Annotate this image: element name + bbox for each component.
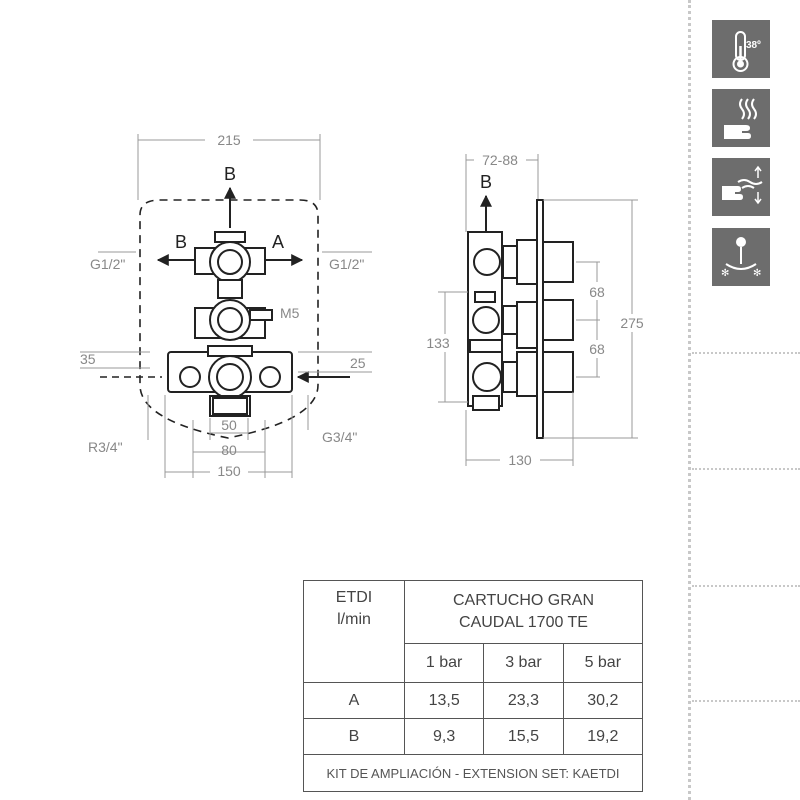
thermo-label: 38º bbox=[746, 40, 761, 51]
dim-133: 133 bbox=[426, 335, 450, 351]
side-label-b: B bbox=[480, 172, 492, 192]
table-cell: 15,5 bbox=[483, 718, 564, 755]
table-cell: 19,2 bbox=[562, 718, 644, 755]
table-cell: 30,2 bbox=[562, 682, 644, 719]
sidebar-separator bbox=[692, 352, 800, 354]
table-header-cartridge: CARTUCHO GRAN CAUDAL 1700 TE bbox=[404, 579, 643, 645]
front-plate-outline bbox=[139, 199, 319, 439]
front-label-a-right: A bbox=[272, 232, 284, 252]
table-footer: KIT DE AMPLIACIÓN - EXTENSION SET: KAETD… bbox=[303, 754, 643, 792]
dim-215: 215 bbox=[217, 132, 241, 148]
hand-hot-water-icon bbox=[712, 89, 770, 147]
front-label-b-left: B bbox=[175, 232, 187, 252]
hand-flow-control-icon bbox=[712, 158, 770, 216]
svg-text:✻: ✻ bbox=[721, 268, 729, 279]
dim-275: 275 bbox=[620, 315, 644, 331]
front-r34: R3/4" bbox=[88, 439, 123, 455]
dim-130: 130 bbox=[508, 452, 532, 468]
thermometer-38-icon: 38º bbox=[712, 20, 770, 78]
shower-anti-scald-icon: ✻ ✻ bbox=[712, 228, 770, 286]
front-g12-left: G1/2" bbox=[90, 256, 125, 272]
table-header-etdi: ETDI bbox=[335, 589, 373, 606]
dim-72-88: 72-88 bbox=[482, 152, 518, 168]
front-g34: G3/4" bbox=[322, 429, 357, 445]
table-cell: 23,3 bbox=[483, 682, 564, 719]
dim-68-b: 68 bbox=[589, 341, 605, 357]
table-pressure: 3 bar bbox=[483, 643, 564, 683]
table-header-left: ETDI l/min bbox=[303, 580, 405, 683]
table-pressure: 5 bar bbox=[562, 643, 644, 683]
dim-50: 50 bbox=[221, 417, 237, 433]
front-g12-right: G1/2" bbox=[329, 256, 364, 272]
front-label-b-top: B bbox=[224, 164, 236, 184]
dim-35: 35 bbox=[80, 351, 96, 367]
dim-80: 80 bbox=[221, 442, 237, 458]
table-pressure: 1 bar bbox=[403, 643, 485, 683]
table-header-unit: l/min bbox=[337, 611, 371, 628]
dim-68-a: 68 bbox=[589, 284, 605, 300]
dim-150: 150 bbox=[217, 463, 241, 479]
side-view: 72-88 B 133 bbox=[424, 150, 652, 469]
front-view: 215 B B A G1/2" G1/2" bbox=[80, 130, 372, 479]
table-cell: 13,5 bbox=[403, 682, 485, 719]
table-row: A 13,5 23,3 30,2 bbox=[303, 682, 644, 719]
front-m5: M5 bbox=[280, 305, 300, 321]
flow-rate-table: ETDI l/min CARTUCHO GRAN CAUDAL 1700 TE … bbox=[303, 579, 644, 792]
svg-text:✻: ✻ bbox=[753, 268, 761, 279]
row-label: B bbox=[303, 718, 405, 755]
row-label: A bbox=[303, 682, 405, 719]
dim-25: 25 bbox=[350, 355, 366, 371]
sidebar-separator bbox=[692, 585, 800, 587]
sidebar-separator bbox=[692, 700, 800, 702]
table-cell: 9,3 bbox=[403, 718, 485, 755]
sidebar-separator bbox=[692, 468, 800, 470]
table-row: B 9,3 15,5 19,2 bbox=[303, 718, 644, 755]
sidebar-divider bbox=[688, 0, 691, 800]
